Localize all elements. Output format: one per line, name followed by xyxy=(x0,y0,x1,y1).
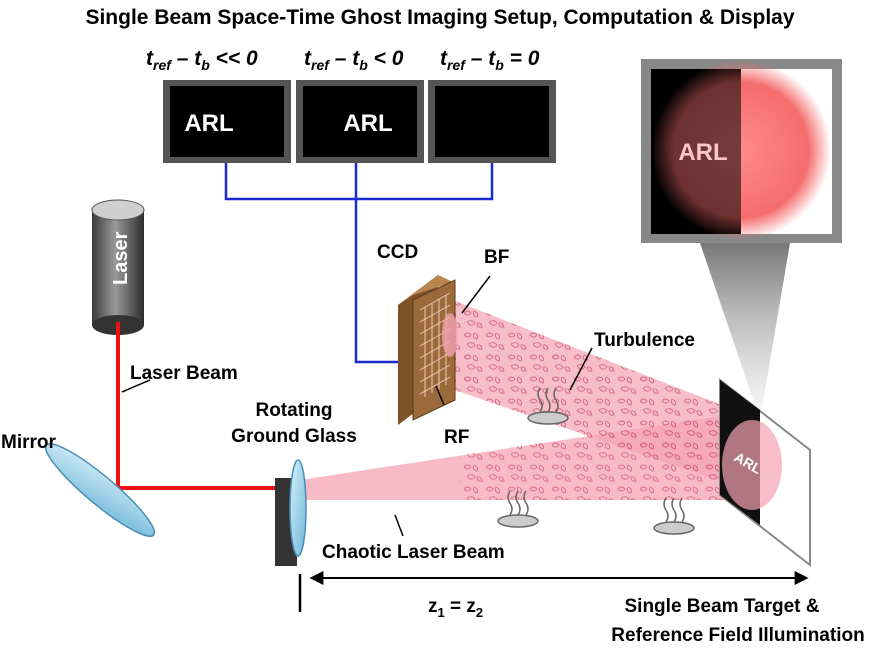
label-ground-glass: Ground Glass xyxy=(231,426,357,447)
rotating-ground-glass xyxy=(275,459,307,566)
label-distance: z1 = z2 xyxy=(428,596,483,620)
label-chaotic-laser-beam: Chaotic Laser Beam xyxy=(322,542,505,563)
svg-text:tref – tb << 0: tref – tb << 0 xyxy=(146,47,258,73)
label-target-2: Reference Field Illumination xyxy=(611,625,864,646)
wiring xyxy=(224,163,494,364)
svg-text:tref – tb = 0: tref – tb = 0 xyxy=(440,47,540,73)
svg-text:tref – tb < 0: tref – tb < 0 xyxy=(304,47,404,73)
svg-text:ARL: ARL xyxy=(678,139,727,166)
label-rotating: Rotating xyxy=(255,400,332,421)
laser-source: Laser xyxy=(91,199,145,335)
label-mirror: Mirror xyxy=(1,432,57,453)
turbulence-heater-3 xyxy=(653,497,695,535)
svg-text:ARL: ARL xyxy=(184,110,233,137)
turbulence-heater-1 xyxy=(527,387,569,425)
display-cone xyxy=(700,243,790,420)
monitor-caption-2: tref – tb < 0 xyxy=(304,47,404,73)
target-screen: ARL xyxy=(719,377,811,568)
monitor-3 xyxy=(428,80,556,163)
leader-lines xyxy=(121,275,593,537)
ghost-image-display: ARL xyxy=(641,59,842,243)
monitor-caption-1: tref – tb << 0 xyxy=(146,47,258,73)
svg-text:ARL: ARL xyxy=(343,110,392,137)
mirror xyxy=(44,442,156,538)
turbulence-speckle xyxy=(440,295,790,505)
ccd-camera xyxy=(398,275,458,425)
monitor-1: ARL xyxy=(163,80,291,163)
monitor-2: ARL xyxy=(296,80,424,163)
label-laser-beam: Laser Beam xyxy=(130,363,238,384)
label-target-1: Single Beam Target & xyxy=(625,596,820,617)
label-ccd: CCD xyxy=(377,242,418,263)
svg-text:Laser: Laser xyxy=(110,231,132,285)
label-turbulence: Turbulence xyxy=(594,330,695,351)
diagram-title: Single Beam Space-Time Ghost Imaging Set… xyxy=(85,6,794,29)
monitor-caption-3: tref – tb = 0 xyxy=(440,47,540,73)
turbulence-heater-2 xyxy=(497,490,539,528)
laser-beam-path xyxy=(116,322,278,490)
label-rf: RF xyxy=(444,427,469,448)
label-bf: BF xyxy=(484,247,509,268)
